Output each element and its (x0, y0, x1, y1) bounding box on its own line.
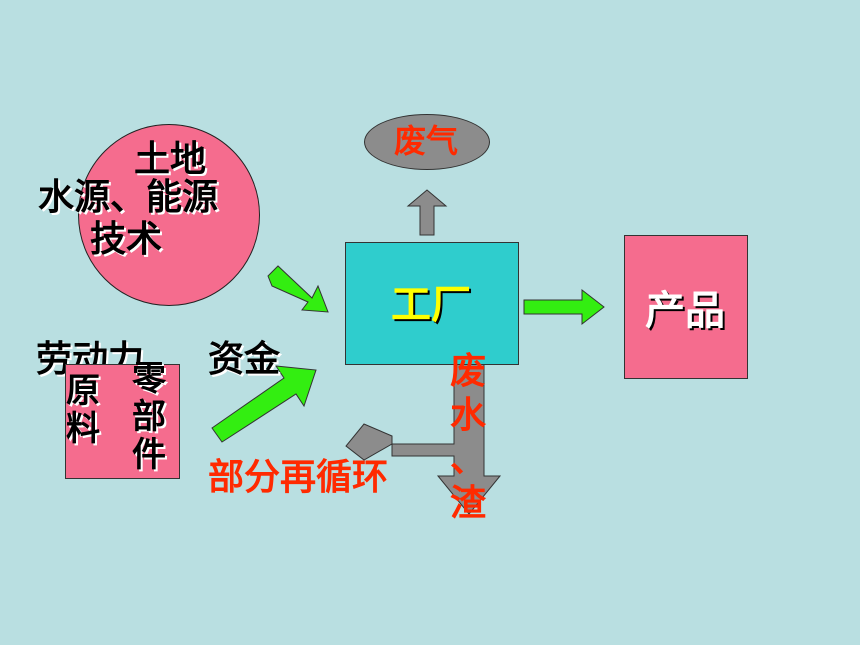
capital-label: 资金 (208, 339, 281, 380)
product-label: 产品 (645, 288, 725, 334)
raw-materials-label: 原料 (66, 371, 100, 449)
components-label: 零部件 (132, 359, 166, 475)
resources-land-label: 土地 (134, 139, 207, 180)
factory-label: 工厂 (391, 282, 471, 328)
resources-circle (78, 124, 260, 306)
factory-to-product-arrow (523, 288, 605, 326)
exhaust-node (364, 114, 490, 170)
exhaust-arrow (406, 189, 448, 236)
waste-label: 废水、渣 (450, 351, 487, 524)
factory-box (345, 242, 519, 365)
product-box (624, 235, 748, 379)
waste-arrow (345, 362, 502, 515)
materials-box (65, 364, 180, 479)
recycle-label: 部分再循环 (208, 457, 389, 498)
resources-tech-label: 技术 (90, 219, 163, 260)
materials-to-factory-arrow (211, 365, 317, 443)
resources-water-energy-label: 水源、能源 (38, 177, 219, 218)
exhaust-label: 废气 (393, 122, 458, 160)
resources-to-factory-arrow (267, 265, 329, 313)
